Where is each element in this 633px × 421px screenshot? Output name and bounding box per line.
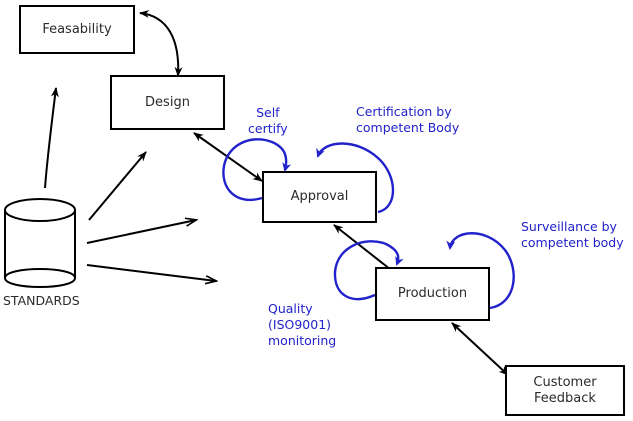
node-production[interactable]: Production (375, 267, 490, 321)
node-feasability[interactable]: Feasability (19, 5, 135, 54)
annotation-surveillance-by-competent-body: Surveillance by competent body (521, 219, 624, 250)
node-feasability-label: Feasability (42, 21, 112, 37)
connection-standards-to-design (88, 151, 147, 221)
connection-standards-to-approval (86, 220, 196, 244)
node-customer-feedback-label: Customer Feedback (533, 374, 597, 406)
node-customer-feedback[interactable]: Customer Feedback (505, 365, 625, 416)
node-approval-label: Approval (290, 189, 349, 204)
connection-design-to-feasability (139, 9, 183, 77)
loop-certification-by-competent-body (316, 142, 395, 214)
annotation-certification-by-competent-body: Certification by competent Body (356, 104, 460, 135)
connection-production-to-customer-feedback (451, 322, 509, 376)
loop-surveillance-by-competent-body (446, 232, 515, 310)
standards-cylinder-shape (4, 198, 76, 288)
annotation-self-certify: Self certify (248, 105, 288, 136)
node-approval[interactable]: Approval (262, 171, 377, 223)
connection-standards-to-production (86, 264, 216, 281)
node-design-label: Design (145, 94, 190, 110)
loop-self-certify (222, 138, 292, 201)
node-design[interactable]: Design (110, 75, 225, 130)
loop-quality-iso9001-monitoring (333, 240, 404, 301)
annotation-quality-iso9001-monitoring: Quality (ISO9001) monitoring (268, 301, 337, 348)
node-standards-label: STANDARDS (3, 293, 80, 308)
node-production-label: Production (397, 286, 468, 301)
connection-standards-to-feasability (44, 87, 59, 189)
